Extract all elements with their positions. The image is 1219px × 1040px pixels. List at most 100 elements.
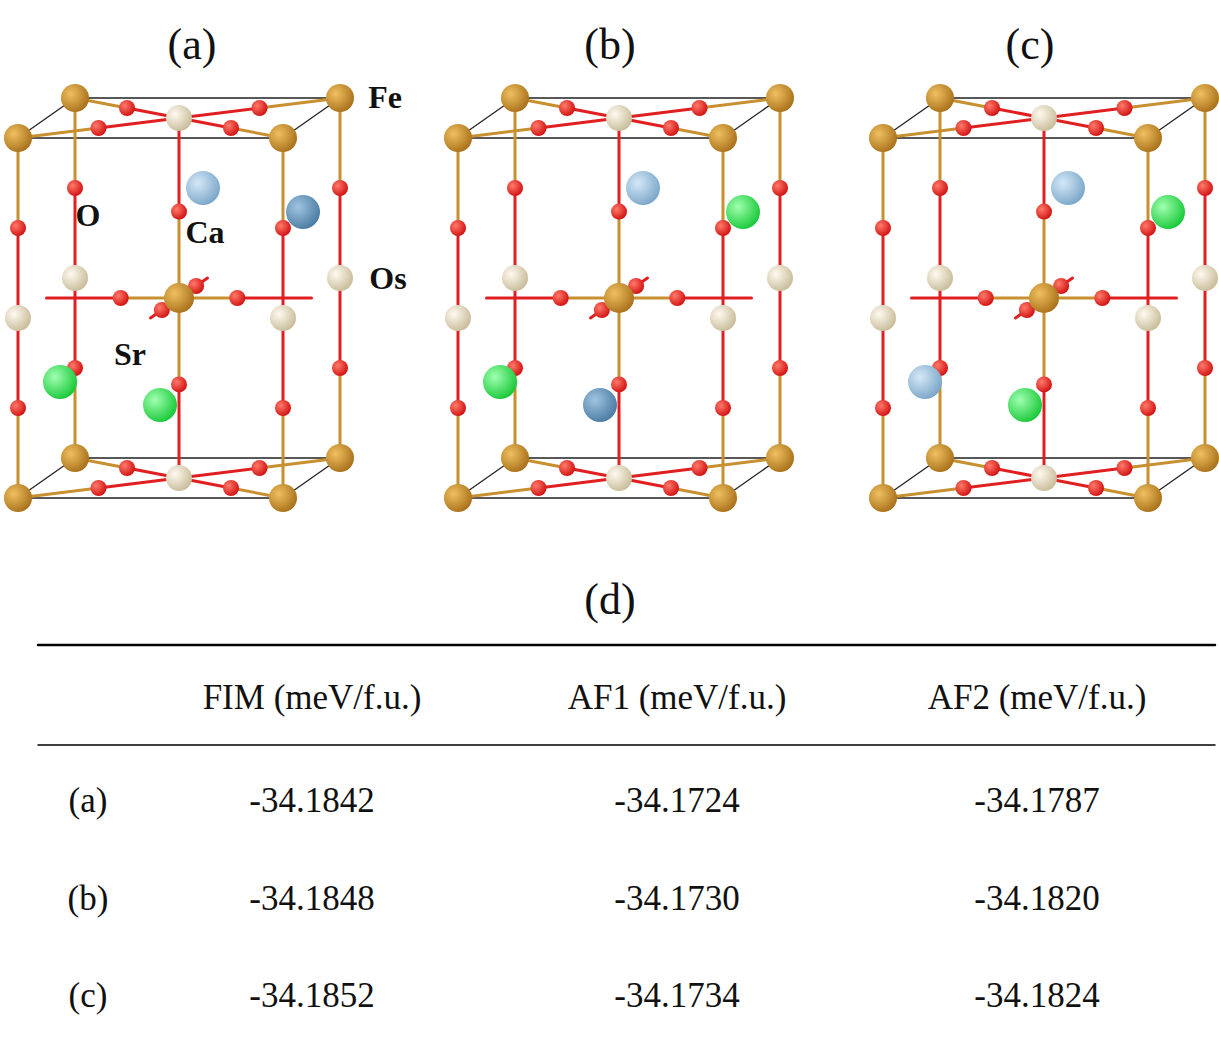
oxygen-atom (332, 360, 348, 376)
o-os-bond (1102, 297, 1176, 300)
atom-label: Fe (368, 81, 402, 113)
panel-label: (d) (584, 578, 635, 622)
o-os-bond (779, 278, 782, 368)
row-label: (c) (69, 978, 108, 1013)
oxygen-atom (113, 290, 129, 306)
iron-atom (1134, 484, 1162, 512)
table-cell: -34.1848 (249, 881, 374, 916)
iron-atom (326, 84, 354, 112)
oxygen-atom (10, 400, 26, 416)
osmium-atom (270, 305, 296, 331)
oxygen-atom (450, 220, 466, 236)
oxygen-atom (171, 204, 187, 220)
iron-atom (501, 444, 529, 472)
oxygen-atom (715, 400, 731, 416)
osmium-atom (1031, 465, 1057, 491)
oxygen-atom (772, 180, 788, 196)
iron-atom (444, 124, 472, 152)
iron-atom (326, 444, 354, 472)
cell-edge (75, 97, 340, 98)
oxygen-atom (1088, 120, 1104, 136)
osmium-atom (166, 105, 192, 131)
oxygen-atom (1197, 180, 1213, 196)
osmium-atom (1192, 265, 1218, 291)
o-os-bond (1204, 188, 1207, 278)
oxygen-atom (611, 376, 627, 392)
o-os-bond (282, 228, 285, 318)
cell-edge (883, 137, 1148, 138)
a-site-atom (726, 195, 760, 229)
a-site-atom (626, 171, 660, 205)
table-cell: -34.1824 (974, 978, 1099, 1013)
oxygen-atom (978, 290, 994, 306)
o-os-bond (457, 228, 460, 318)
iron-atom (61, 84, 89, 112)
iron-atom (61, 444, 89, 472)
o-os-bond (282, 318, 285, 408)
o-os-bond (939, 188, 942, 278)
oxygen-atom (332, 180, 348, 196)
o-os-bond (17, 318, 20, 408)
row-label: (b) (68, 881, 109, 916)
a-site-atom (286, 195, 320, 229)
osmium-atom (62, 265, 88, 291)
iron-atom (501, 84, 529, 112)
cell-edge (940, 97, 1205, 98)
iron-atom (709, 484, 737, 512)
oxygen-atom (669, 290, 685, 306)
iron-atom (444, 484, 472, 512)
o-os-bond (457, 318, 460, 408)
iron-atom (1191, 84, 1219, 112)
oxygen-atom (223, 120, 239, 136)
oxygen-atom (1140, 400, 1156, 416)
o-os-bond (178, 118, 181, 212)
o-os-bond (677, 297, 751, 300)
o-os-bond (882, 318, 885, 408)
o-os-bond (618, 118, 621, 212)
iron-atom (4, 124, 32, 152)
table-rule (38, 644, 1215, 647)
oxygen-atom (553, 290, 569, 306)
oxygen-atom (10, 220, 26, 236)
iron-atom (709, 124, 737, 152)
o-os-bond (882, 228, 885, 318)
iron-atom (869, 124, 897, 152)
a-site-atom (483, 365, 517, 399)
iron-atom (269, 484, 297, 512)
panel-label: (c) (1006, 23, 1055, 67)
osmium-atom (1135, 305, 1161, 331)
osmium-atom (870, 305, 896, 331)
oxygen-atom (692, 460, 708, 476)
oxygen-atom (119, 460, 135, 476)
o-os-bond (1147, 318, 1150, 408)
a-site-atom (1008, 388, 1042, 422)
iron-atom (1029, 283, 1059, 313)
o-os-bond (339, 188, 342, 278)
oxygen-atom (663, 120, 679, 136)
a-site-atom (186, 171, 220, 205)
table-cell: -34.1787 (974, 783, 1099, 818)
oxygen-atom (1088, 480, 1104, 496)
oxygen-atom (171, 376, 187, 392)
column-header: AF1 (meV/f.u.) (568, 680, 787, 715)
panel-label: (a) (168, 23, 217, 67)
table-cell: -34.1724 (614, 783, 739, 818)
o-os-bond (514, 188, 517, 278)
column-header: AF2 (meV/f.u.) (928, 680, 1147, 715)
iron-atom (269, 124, 297, 152)
iron-atom (926, 84, 954, 112)
atom-label: Os (369, 262, 406, 294)
table-cell: -34.1820 (974, 881, 1099, 916)
oxygen-atom (1117, 460, 1133, 476)
cell-edge (458, 137, 723, 138)
oxygen-atom (984, 460, 1000, 476)
oxygen-atom (1117, 100, 1133, 116)
iron-atom (766, 444, 794, 472)
o-os-bond (339, 278, 342, 368)
oxygen-atom (1197, 360, 1213, 376)
osmium-atom (767, 265, 793, 291)
cell-edge (458, 497, 723, 498)
oxygen-atom (531, 480, 547, 496)
column-header: FIM (meV/f.u.) (203, 680, 422, 715)
